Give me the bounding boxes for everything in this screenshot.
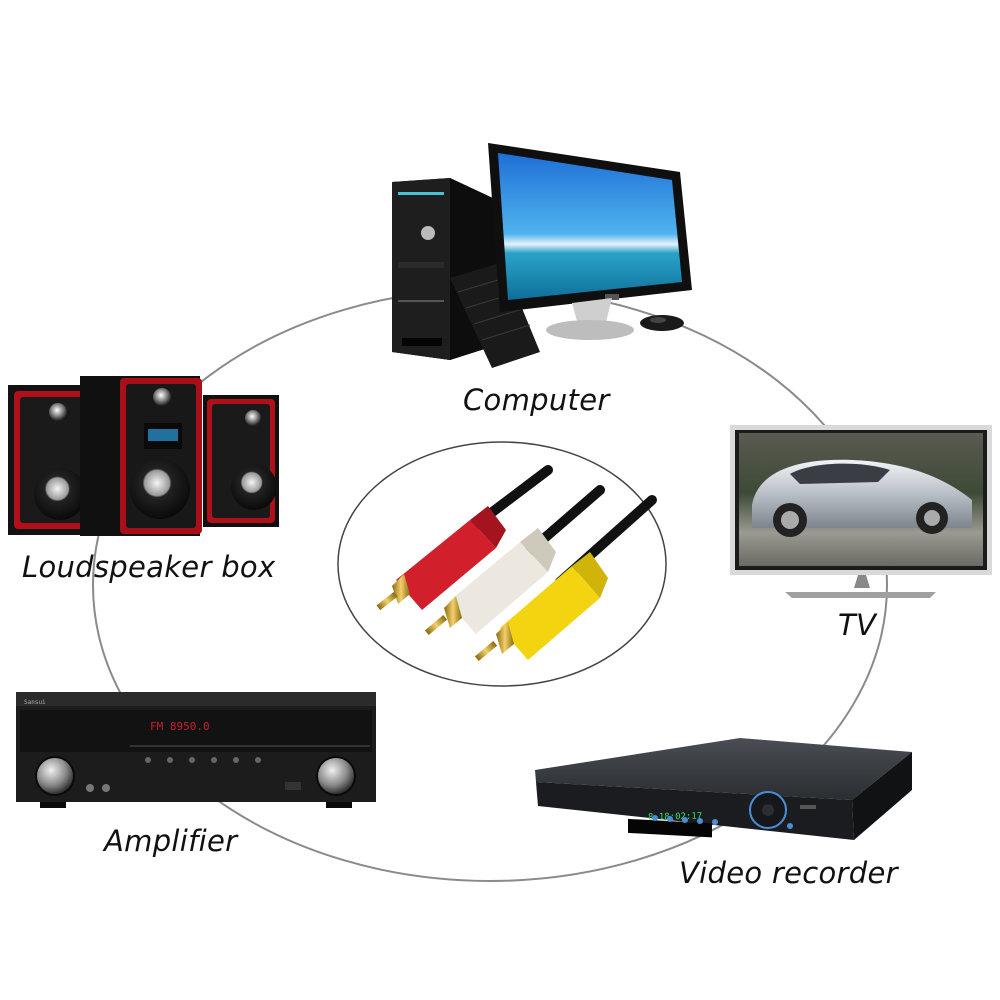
computer-image: [392, 143, 692, 368]
amplifier-label: Amplifier: [104, 824, 238, 858]
amplifier-image: Sansui FM 8950.0: [16, 692, 376, 808]
loudspeaker-image: [8, 376, 279, 536]
video-recorder-label: Video recorder: [679, 856, 898, 890]
amplifier-brand: Sansui: [24, 699, 46, 706]
amplifier-display: FM 8950.0: [150, 720, 210, 733]
computer-label: Computer: [463, 383, 610, 417]
video-recorder-image: 8 18:02:17: [535, 738, 912, 840]
tv-image: [730, 425, 992, 598]
dvr-display: 8 18:02:17: [648, 812, 702, 823]
loudspeaker-label: Loudspeaker box: [22, 550, 276, 584]
rca-cable-image: [337, 441, 667, 687]
tv-label: TV: [838, 608, 877, 642]
